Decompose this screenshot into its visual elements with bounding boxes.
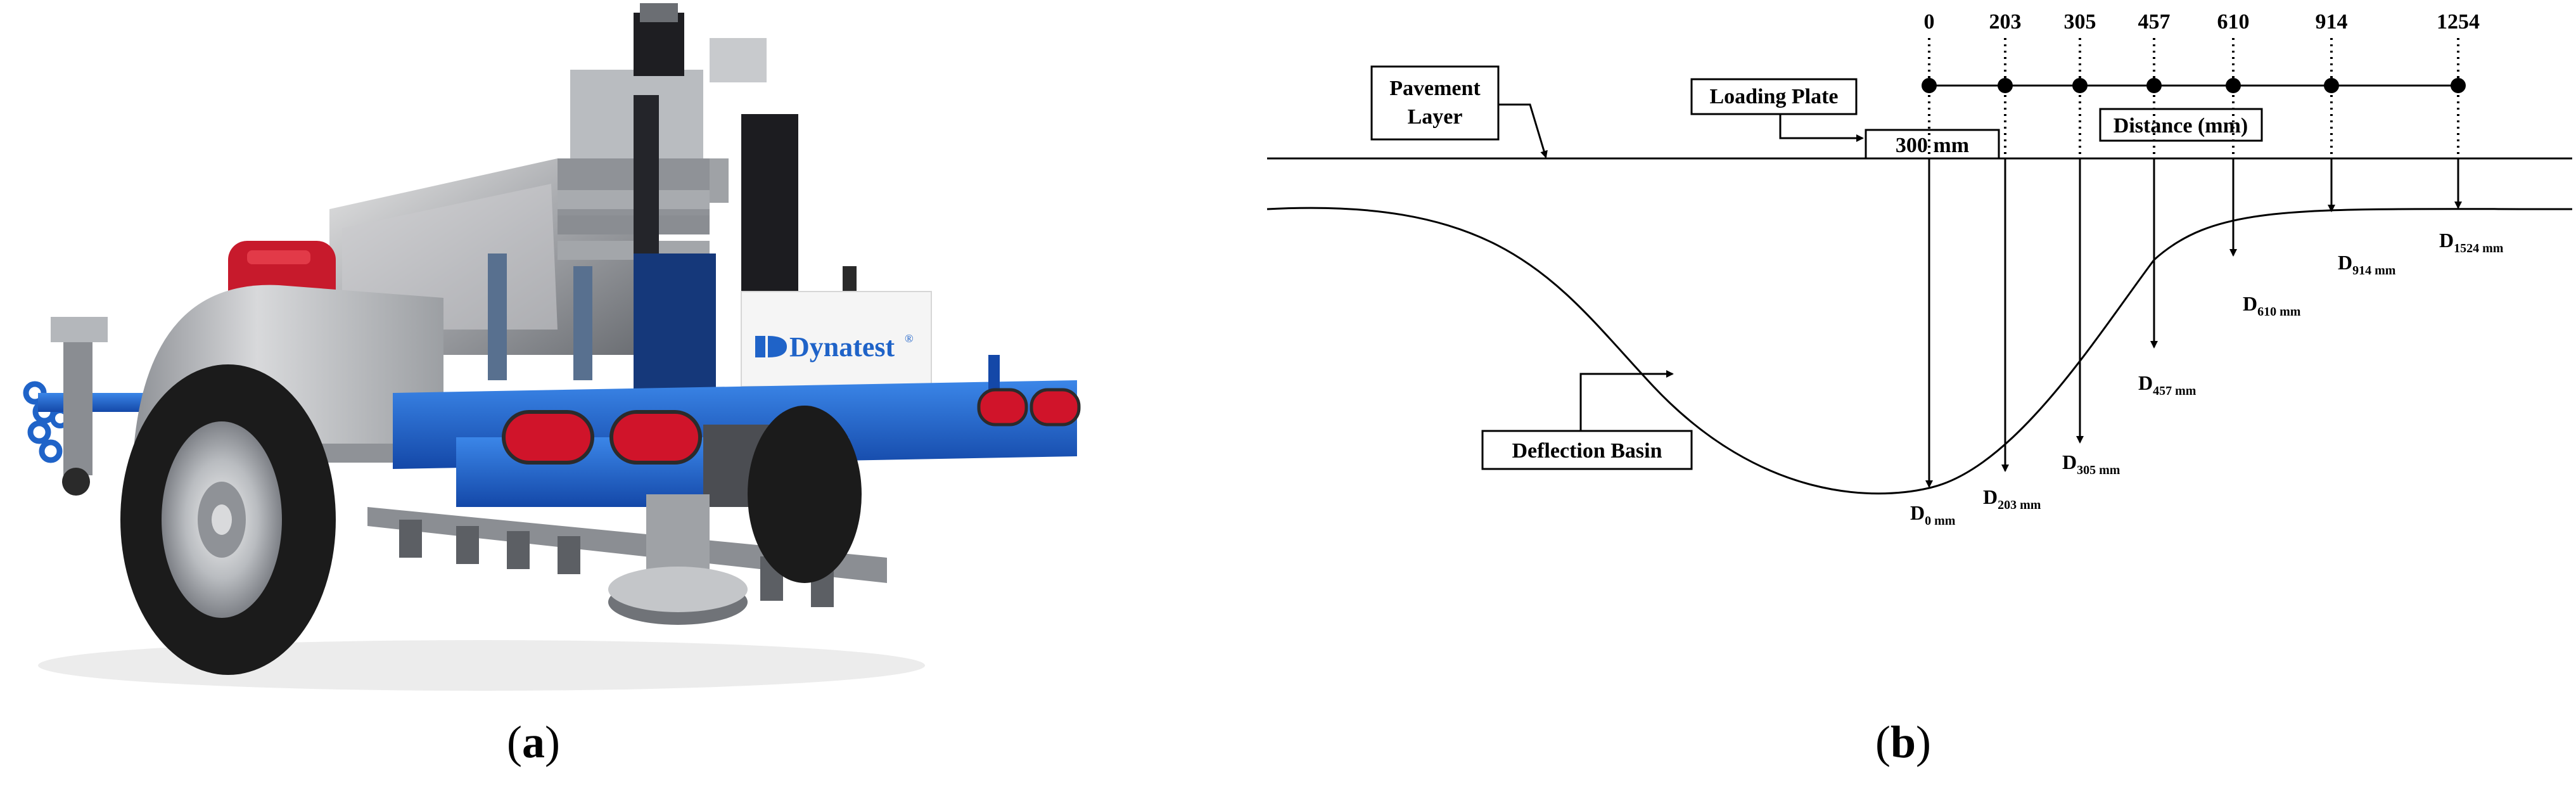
sensor-dot — [1998, 78, 2013, 93]
weight-stack — [558, 3, 798, 412]
sensor-dot — [1922, 78, 1937, 93]
fwd-trailer-illustration: Dynatest ® — [23, 3, 1081, 691]
distance-tick-label: 203 — [1989, 10, 2022, 34]
sensor-dot — [2146, 78, 2162, 93]
plate-size-box: 300 mm — [1865, 129, 2000, 160]
loading-plate-label: Loading Plate — [1709, 85, 1838, 108]
pavement-layer-callout: Pavement Layer — [1370, 65, 1548, 158]
deflection-label: D305 mm — [2062, 451, 2120, 477]
deflection-label: D457 mm — [2138, 371, 2197, 398]
tail-light — [1030, 388, 1081, 427]
sensor-dot — [2226, 78, 2241, 93]
deflection-basin-diagram: Pavement Layer Loading Plate 300 mm Dist… — [1266, 10, 2573, 528]
jack-stand — [63, 330, 92, 475]
panel-a-fwd-photo: Dynatest ® — [0, 0, 1115, 786]
loading-plate-callout: Loading Plate — [1690, 78, 1864, 142]
deflection-basin-curve — [1266, 207, 2573, 495]
distance-tick-label: 610 — [2217, 10, 2250, 34]
distance-tick-label: 0 — [1924, 10, 1935, 34]
pavement-layer-label-line2: Layer — [1408, 105, 1463, 129]
deflection-basin-label: Deflection Basin — [1512, 439, 1662, 463]
deflection-label: D914 mm — [2338, 251, 2396, 278]
distance-tick-label: 457 — [2138, 10, 2171, 34]
tail-light — [609, 410, 702, 465]
distance-tick-label: 305 — [2064, 10, 2096, 34]
dynatest-panel: Dynatest ® — [741, 291, 932, 387]
distance-tick-label: 914 — [2316, 10, 2348, 34]
sensor-dot — [2072, 78, 2088, 93]
deflection-label: D1524 mm — [2439, 229, 2504, 255]
tail-light — [502, 410, 594, 465]
deflection-label: D610 mm — [2243, 292, 2301, 319]
caption-b: (b) — [1875, 717, 1932, 767]
distance-tick-label: 1254 — [2437, 10, 2480, 34]
sensor-dot — [2451, 78, 2466, 93]
deflection-label: D0 mm — [1910, 501, 1956, 528]
caption-a: (a) — [507, 717, 560, 767]
sensor-post — [488, 253, 507, 380]
brand-text: Dynatest — [789, 331, 895, 362]
rear-tire — [748, 406, 862, 583]
sensor-dot — [2324, 78, 2339, 93]
plate-size-label: 300 mm — [1896, 134, 1969, 157]
sensor-post — [573, 266, 592, 380]
panel-b-deflection-diagram: Pavement Layer Loading Plate 300 mm Dist… — [1254, 0, 2576, 786]
tail-light — [977, 388, 1028, 427]
deflection-label: D203 mm — [1983, 485, 2041, 512]
deflection-basin-callout: Deflection Basin — [1481, 370, 1693, 470]
dynatest-logo-icon — [755, 336, 787, 357]
distance-label-box: Distance (mm) — [2099, 108, 2263, 142]
pavement-layer-label-line1: Pavement — [1389, 77, 1481, 100]
loading-plate — [608, 494, 748, 625]
trailer-wheel — [120, 364, 336, 675]
distance-label: Distance (mm) — [2114, 114, 2248, 138]
brand-registered-mark: ® — [905, 332, 914, 345]
